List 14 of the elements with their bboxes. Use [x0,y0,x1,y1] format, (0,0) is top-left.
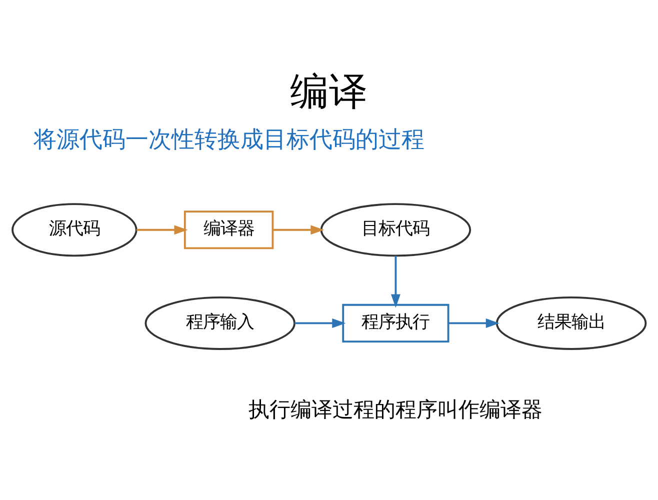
arrow [272,224,324,234]
node-box: 程序执行 [342,303,450,342]
node-ellipse: 目标代码 [320,202,472,256]
node-ellipse: 程序输入 [144,296,296,350]
node-ellipse: 源代码 [12,202,138,256]
node-box: 编译器 [184,210,274,249]
arrow [136,224,188,234]
arrow [448,318,500,328]
arrow [294,318,346,328]
arrow [390,255,400,308]
caption: 执行编译过程的程序叫作编译器 [248,396,543,422]
diagram-title: 编译 [290,69,368,114]
node-ellipse: 结果输出 [496,296,647,350]
label: 将源代码一次性转换成目标代码的过程 [33,126,424,153]
